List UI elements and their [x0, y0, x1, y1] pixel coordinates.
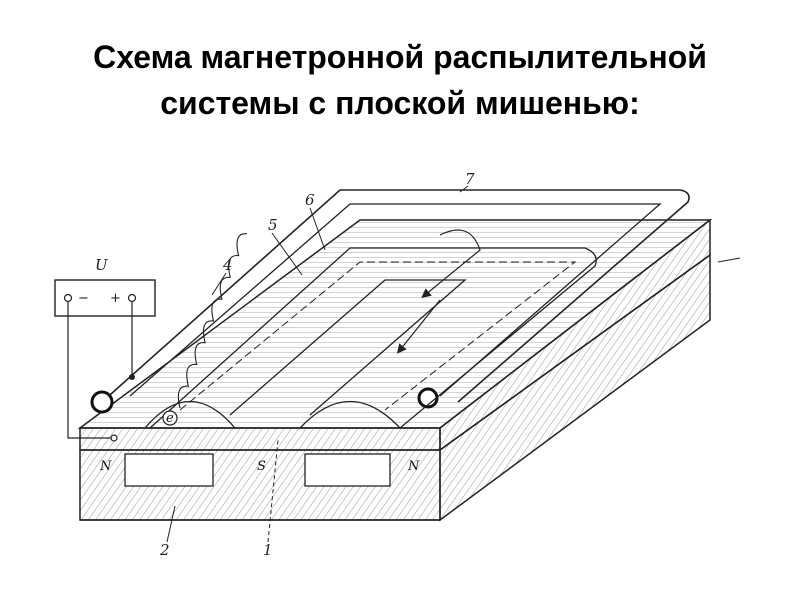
callout-6-leader: [309, 207, 326, 251]
magnet-recess-left: [124, 453, 214, 487]
electron-trajectory: [177, 233, 248, 409]
target-front-edge: [79, 427, 441, 451]
title-line-1: Схема магнетронной распылительной: [93, 39, 707, 75]
callout-4-leader: [211, 272, 227, 296]
terminal-minus-label: −: [78, 291, 89, 306]
anode-inner: [129, 203, 662, 397]
target-plate: [77, 218, 713, 452]
wire-minus: [67, 302, 112, 439]
pole-left-label: N: [99, 459, 112, 474]
erosion-zone: e: [144, 229, 597, 429]
power-supply-box: [54, 279, 156, 317]
magnet-recess-right: [304, 453, 391, 487]
callout-right-tick: [717, 257, 741, 263]
callout-1-leader: [267, 439, 279, 543]
callout-7-leader: [459, 185, 469, 193]
wire-plus-node: [129, 374, 135, 380]
slide-title: Схема магнетронной распылительной систем…: [0, 34, 800, 126]
drift-arrow-mid: [397, 299, 441, 354]
electron-marker: [162, 410, 178, 426]
racetrack-outer: [149, 247, 597, 429]
anode-frame: [90, 189, 690, 414]
callout-4: 4: [222, 256, 233, 274]
racetrack-dashed: [179, 261, 577, 411]
magnetron-diagram: N S N e: [40, 170, 780, 590]
callout-6: 6: [305, 191, 315, 209]
magnetron-diagram-svg: N S N e: [54, 170, 741, 559]
electron-label: e: [166, 411, 174, 426]
wire-minus-node: [110, 434, 118, 442]
callout-5: 5: [268, 216, 278, 234]
anode-end-left: [90, 390, 114, 414]
terminal-minus: [63, 293, 73, 303]
drift-arrow-top: [421, 229, 481, 299]
plasma-dome-right: [299, 400, 401, 429]
callout-5-leader: [271, 232, 303, 276]
terminal-plus-label: +: [110, 291, 121, 306]
title-line-2: системы с плоской мишенью:: [160, 85, 640, 121]
callout-1: 1: [263, 541, 273, 559]
callouts: 7 6 5 4 2 1: [159, 170, 741, 559]
callout-2-leader: [166, 505, 176, 543]
pole-right-label: N: [407, 459, 420, 474]
racetrack-inner: [229, 279, 467, 416]
magnet-block: N S N: [79, 253, 711, 522]
callout-2: 2: [159, 541, 170, 559]
power-supply: U − +: [54, 256, 156, 442]
callout-7: 7: [465, 170, 475, 188]
pole-center-label: S: [257, 459, 266, 474]
power-supply-label: U: [95, 256, 109, 274]
terminal-plus: [127, 293, 137, 303]
plasma-dome-left: [144, 400, 236, 429]
anode-outer: [101, 189, 690, 403]
target-side-edge: [439, 218, 711, 452]
